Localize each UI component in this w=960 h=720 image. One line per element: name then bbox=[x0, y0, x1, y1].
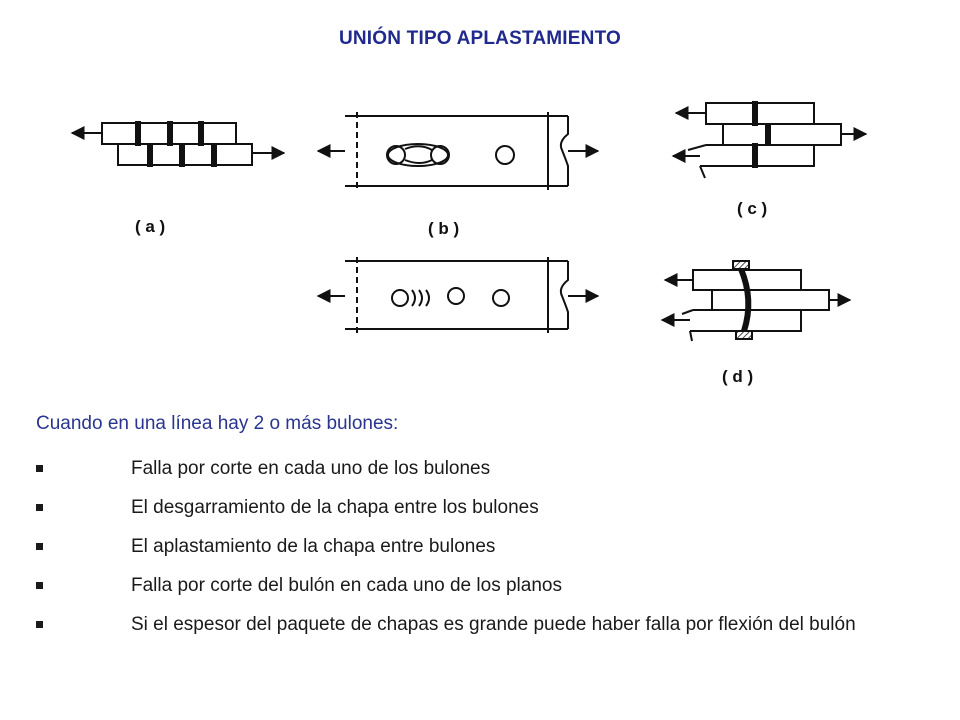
diagram-a bbox=[70, 121, 286, 167]
failure-list: Falla por corte en cada uno de los bulon… bbox=[36, 458, 916, 653]
bullet-marker bbox=[36, 543, 43, 550]
bullet-marker bbox=[36, 621, 43, 628]
bullet-marker bbox=[36, 465, 43, 472]
bullet-marker bbox=[36, 504, 43, 511]
list-item: Si el espesor del paquete de chapas es g… bbox=[36, 614, 916, 636]
label-d: ( d ) bbox=[722, 367, 753, 386]
label-b: ( b ) bbox=[428, 219, 459, 238]
list-item: Falla por corte del bulón en cada uno de… bbox=[36, 575, 916, 597]
list-item: El desgarramiento de la chapa entre los … bbox=[36, 497, 916, 519]
list-item-text: Si el espesor del paquete de chapas es g… bbox=[131, 614, 856, 635]
bullet-marker bbox=[36, 582, 43, 589]
list-item-text: El desgarramiento de la chapa entre los … bbox=[131, 497, 539, 518]
list-item-text: Falla por corte del bulón en cada uno de… bbox=[131, 575, 562, 596]
list-item-text: Falla por corte en cada uno de los bulon… bbox=[131, 458, 491, 479]
label-c: ( c ) bbox=[737, 199, 767, 218]
label-a: ( a ) bbox=[135, 217, 165, 236]
diagram-d bbox=[660, 260, 852, 342]
diagram-b-lower bbox=[316, 257, 600, 333]
page-title: UNIÓN TIPO APLASTAMIENTO bbox=[338, 28, 622, 49]
list-item: El aplastamiento de la chapa entre bulon… bbox=[36, 536, 916, 558]
failure-modes-diagram: ( a ) ( b ) bbox=[70, 101, 868, 386]
diagram-b bbox=[316, 112, 600, 190]
list-item: Falla por corte en cada uno de los bulon… bbox=[36, 458, 916, 480]
intro-text: Cuando en una línea hay 2 o más bulones: bbox=[36, 413, 399, 434]
diagram-c bbox=[671, 101, 868, 179]
list-item-text: El aplastamiento de la chapa entre bulon… bbox=[131, 536, 496, 557]
